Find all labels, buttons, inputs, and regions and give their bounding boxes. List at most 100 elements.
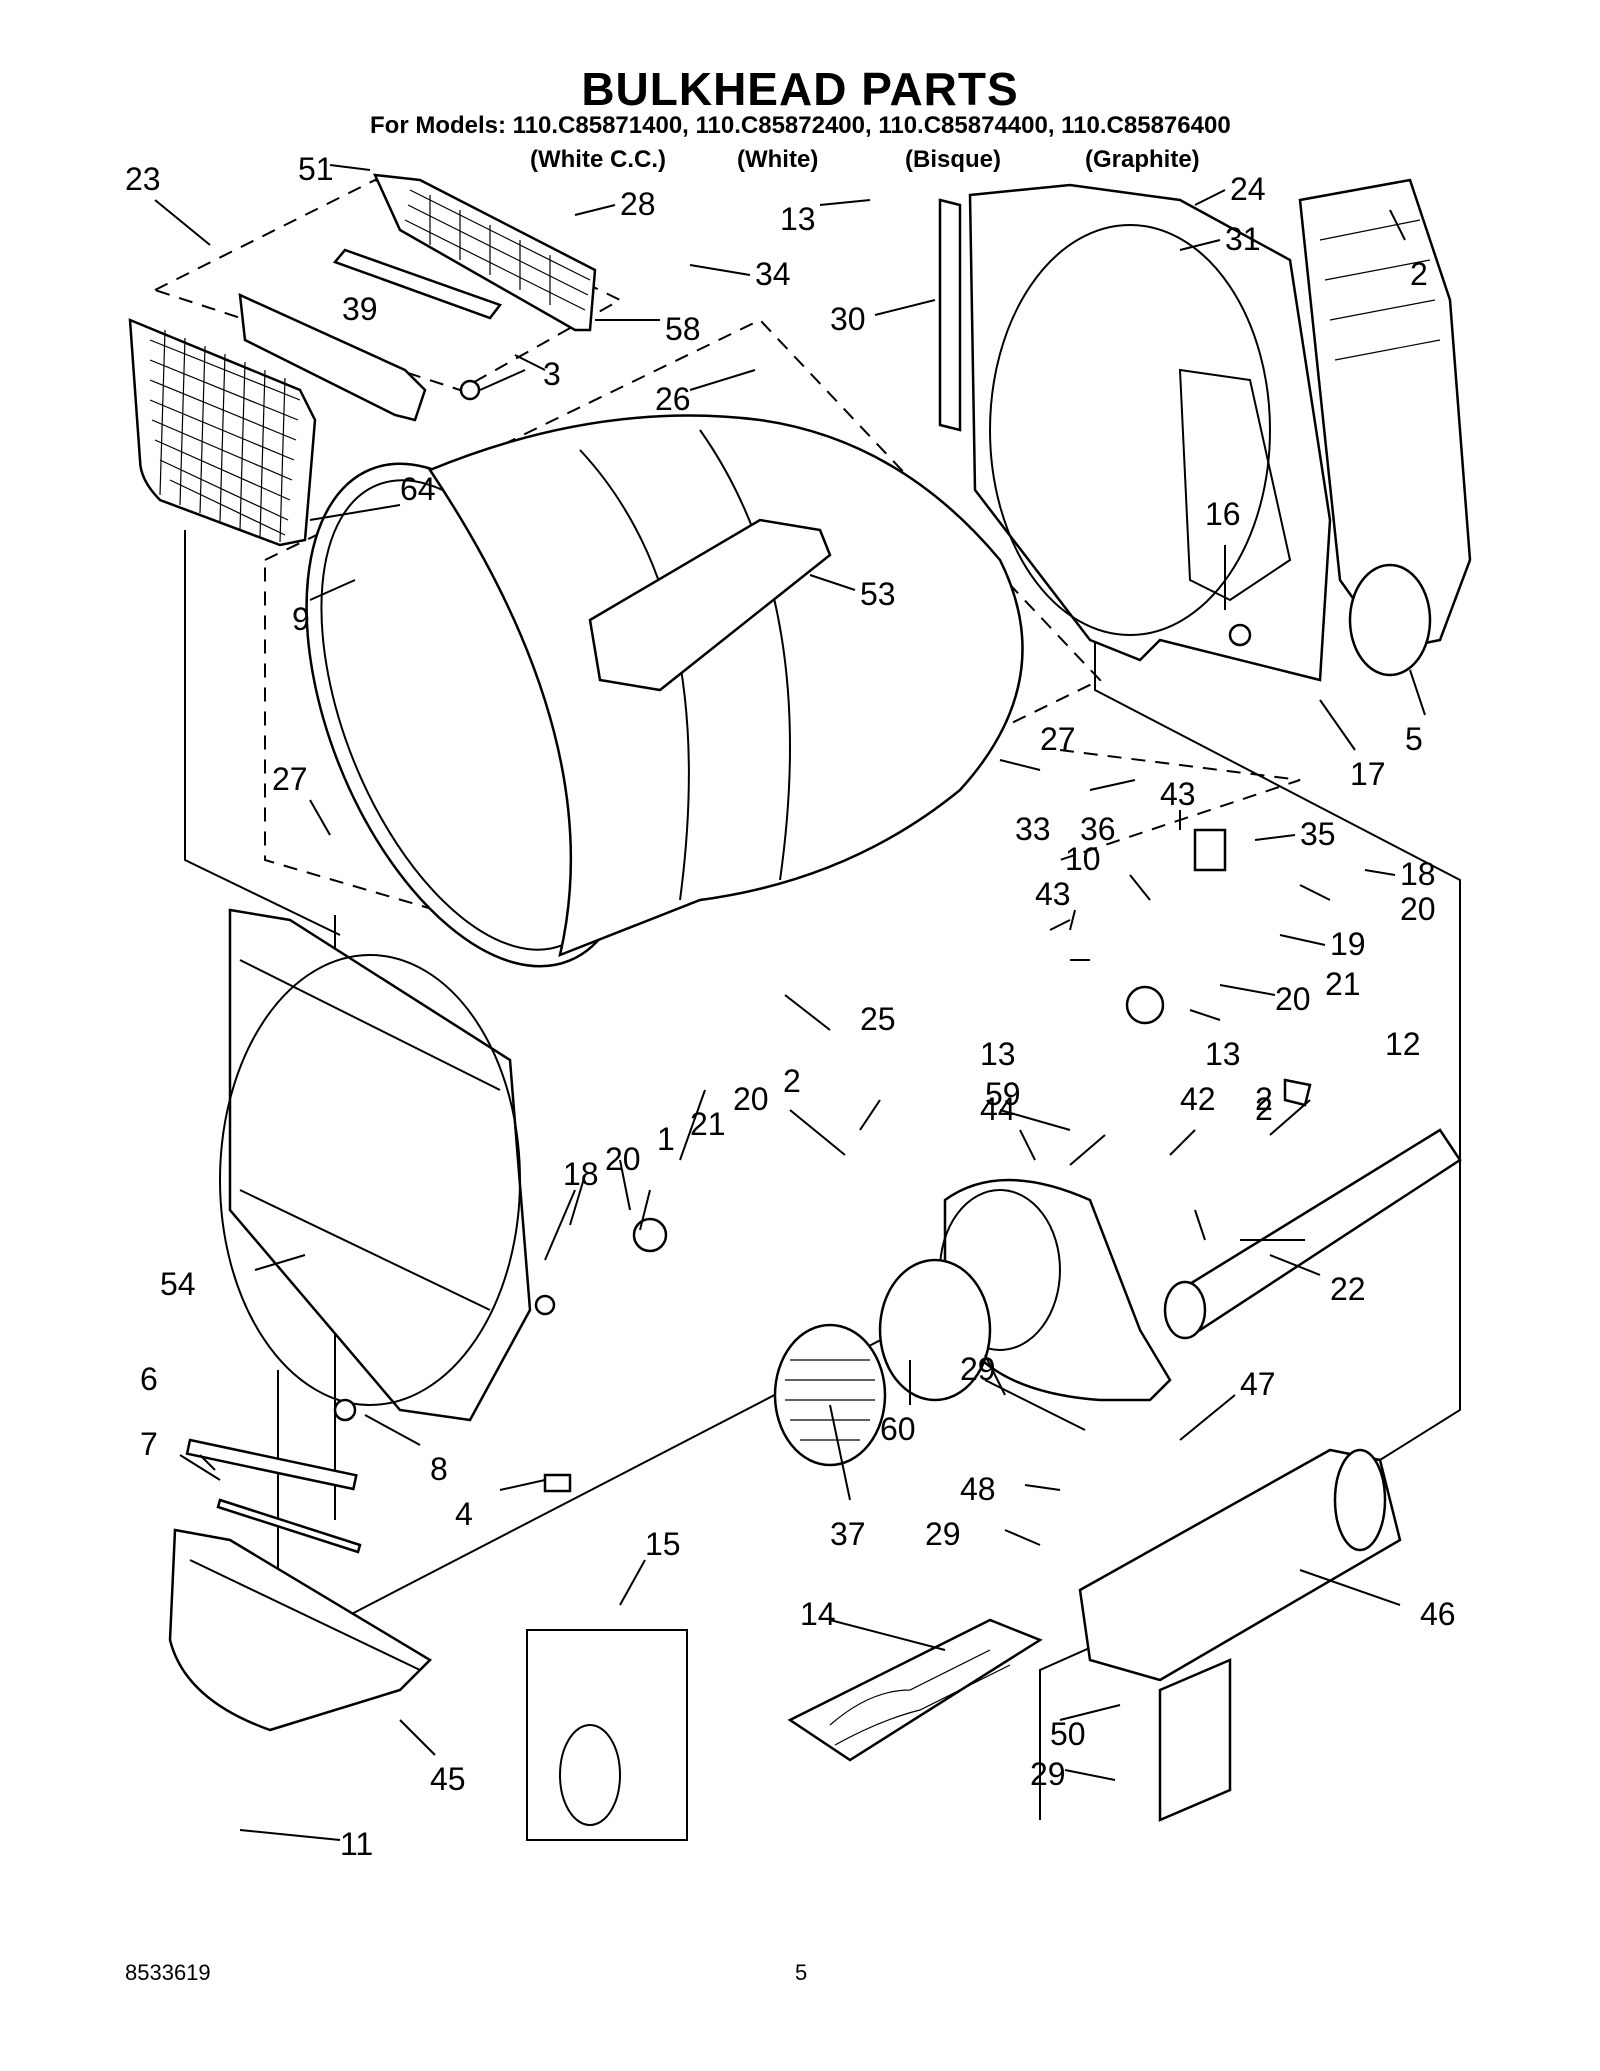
exhaust-tube: [1163, 1128, 1462, 1340]
callout-24: 24: [1230, 171, 1266, 207]
nut: [333, 1398, 357, 1422]
callout-53: 53: [860, 576, 896, 612]
thermal-fuse-kit-box: [526, 1629, 688, 1841]
exhaust-duct-rear: [1298, 178, 1472, 677]
idler-group-box: [1059, 749, 1301, 861]
callout-22: 22: [1330, 1271, 1366, 1307]
callout-11: 11: [340, 1826, 373, 1862]
callout-36: 36: [1080, 811, 1116, 847]
clip: [1283, 1078, 1312, 1107]
models-line: For Models: 110.C85871400, 110.C85872400…: [370, 112, 1231, 139]
callout-45: 45: [430, 1761, 466, 1797]
callout-21: 21: [1325, 966, 1361, 1002]
callout-29c: 29: [1030, 1756, 1066, 1792]
idler-pulley-front: [632, 1217, 668, 1253]
callout-1: 1: [657, 1121, 675, 1157]
callout-20c: 20: [733, 1081, 769, 1117]
blower-wheel: [773, 1323, 887, 1467]
callout-12: 12: [1385, 1026, 1421, 1062]
callout-33: 33: [1015, 811, 1051, 847]
callout-13b: 13: [980, 1036, 1016, 1072]
callout-46: 46: [1420, 1596, 1456, 1632]
idler-bracket: [1193, 828, 1227, 872]
callout-labels: 23 51 28 13 24 2 31 34 30 58 39 3 26 64 …: [125, 151, 1456, 1862]
lint-screen: [128, 318, 317, 547]
callout-27b: 27: [272, 761, 308, 797]
page-title: BULKHEAD PARTS: [581, 63, 1019, 115]
callout-21b: 21: [690, 1106, 726, 1142]
callout-19: 19: [1330, 926, 1366, 962]
heat-shield: [1158, 1658, 1232, 1822]
bearing-washer-rear: [1228, 623, 1252, 647]
page-number: 5: [795, 1960, 808, 1985]
callout-42: 42: [1180, 1081, 1216, 1117]
model-color-2: (White): [737, 146, 819, 173]
dryer-drum: [305, 414, 1024, 968]
callout-23: 23: [125, 161, 161, 197]
lint-grill: [372, 173, 597, 332]
callout-60: 60: [880, 1411, 916, 1447]
heater-element: [787, 1618, 1043, 1762]
callout-43b: 43: [1035, 876, 1071, 912]
front-bulkhead: [219, 908, 532, 1422]
assembly-line-left: [184, 530, 341, 936]
callout-27: 27: [1040, 721, 1076, 757]
callout-9: 9: [292, 601, 310, 637]
air-inlet-duct: [168, 1528, 433, 1732]
callout-39: 39: [342, 291, 378, 327]
callout-3: 3: [543, 356, 561, 392]
callout-58: 58: [665, 311, 701, 347]
callout-18b: 18: [563, 1156, 599, 1192]
callout-59: 59: [985, 1076, 1021, 1112]
model-color-1: (White C.C.): [530, 146, 666, 173]
bearing-washer-front: [534, 1294, 556, 1316]
callout-37: 37: [830, 1516, 866, 1552]
callout-47: 47: [1240, 1366, 1276, 1402]
rear-bulkhead: [968, 183, 1332, 682]
document-number: 8533619: [125, 1960, 211, 1985]
callout-34: 34: [755, 256, 791, 292]
callout-7: 7: [140, 1426, 158, 1462]
callout-25: 25: [860, 1001, 896, 1037]
callout-20d: 20: [605, 1141, 641, 1177]
callout-8: 8: [430, 1451, 448, 1487]
callout-51: 51: [298, 151, 334, 187]
callout-31: 31: [1225, 221, 1261, 257]
callout-4: 4: [455, 1496, 473, 1532]
callout-43: 43: [1160, 776, 1196, 812]
kit-wire: [559, 1724, 621, 1826]
seal-strip-front: [216, 1498, 362, 1554]
callout-18: 18: [1400, 856, 1436, 892]
callout-10: 10: [1065, 841, 1101, 877]
wire-harness-connector: [543, 1473, 572, 1493]
callout-35: 35: [1300, 816, 1336, 852]
callout-50: 50: [1050, 1716, 1086, 1752]
callout-6: 6: [140, 1361, 158, 1397]
callout-13: 13: [780, 201, 816, 237]
callout-2: 2: [1410, 256, 1428, 292]
callout-44: 44: [980, 1091, 1016, 1127]
callout-29: 29: [960, 1351, 996, 1387]
callout-20: 20: [1400, 891, 1436, 927]
callout-5: 5: [1405, 721, 1423, 757]
callout-48: 48: [960, 1471, 996, 1507]
model-color-4: (Graphite): [1085, 146, 1200, 173]
lint-housing: [238, 248, 503, 422]
leader-lines: [154, 164, 1426, 1841]
callout-2d: 2: [1255, 1081, 1273, 1117]
callout-64: 64: [400, 471, 436, 507]
idler-pulley-rear: [1125, 985, 1165, 1025]
heater-housing: [1078, 1448, 1402, 1682]
blower-seal: [878, 1258, 992, 1402]
callout-14: 14: [800, 1596, 836, 1632]
callout-26: 26: [655, 381, 691, 417]
model-color-3: (Bisque): [905, 146, 1001, 173]
trim-strip: [185, 1438, 358, 1491]
callout-15: 15: [645, 1526, 681, 1562]
callout-16: 16: [1205, 496, 1241, 532]
callout-2b: 2: [783, 1063, 801, 1099]
callout-28: 28: [620, 186, 656, 222]
callout-2c: 2: [1255, 1091, 1273, 1127]
